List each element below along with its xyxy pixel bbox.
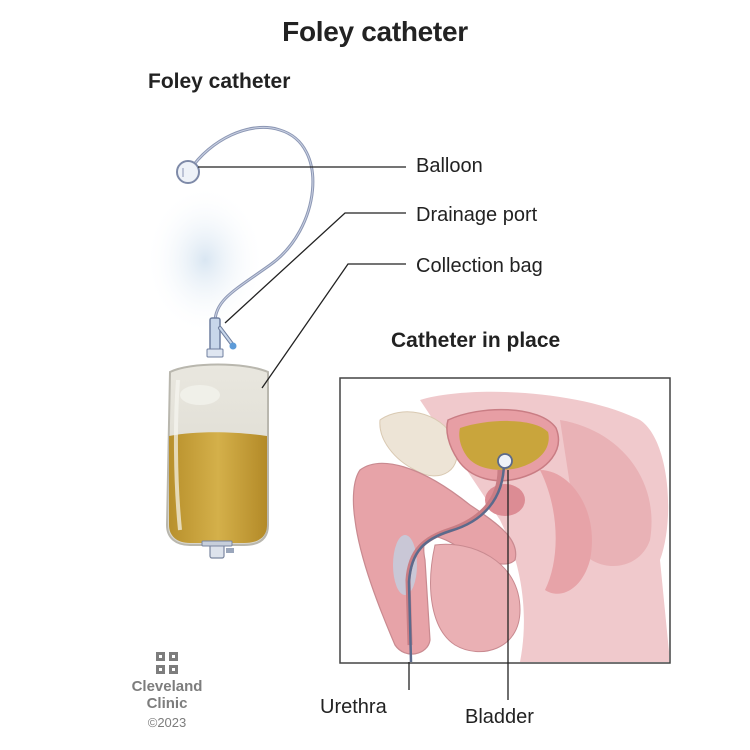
catheter-tube-highlight	[189, 126, 314, 323]
label-balloon: Balloon	[416, 155, 483, 177]
balloon-shape	[176, 160, 200, 184]
label-urethra: Urethra	[320, 696, 387, 718]
clinic-cross-icon	[156, 652, 178, 674]
catheter-balloon-in-bladder	[497, 453, 513, 469]
device-heading: Foley catheter	[148, 70, 291, 93]
drainage-port-shape	[209, 317, 221, 351]
in-place-heading: Catheter in place	[391, 329, 561, 352]
logo-line-2: Clinic	[146, 695, 188, 712]
leader-drainage	[224, 212, 406, 324]
bag-urine	[169, 432, 267, 543]
label-bladder: Bladder	[465, 706, 534, 728]
page-title: Foley catheter	[282, 16, 468, 47]
label-drainage-port: Drainage port	[416, 204, 538, 226]
label-collection-bag: Collection bag	[416, 255, 543, 277]
background-glow	[145, 185, 265, 335]
anatomy-illustration	[352, 391, 669, 662]
leader-collection	[261, 263, 406, 389]
copyright: ©2023	[147, 715, 187, 730]
cleveland-clinic-logo: Cleveland Clinic ©2023	[124, 652, 210, 731]
catheter-in-urethra	[407, 461, 506, 662]
logo-line-1: Cleveland	[131, 678, 203, 695]
